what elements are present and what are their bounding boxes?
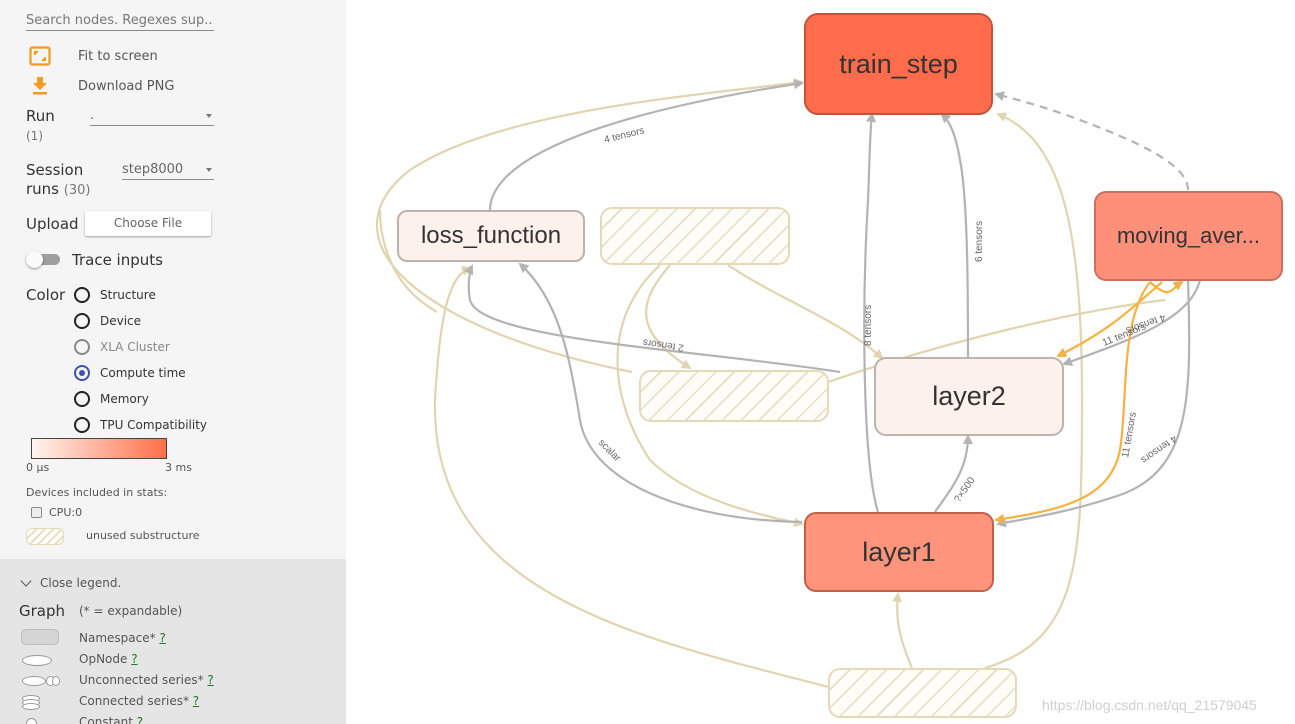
node-layer1[interactable]: layer1 — [804, 512, 994, 592]
edge — [934, 434, 973, 513]
edge-label: 4 tensors — [603, 125, 646, 146]
help-link[interactable]: ? — [136, 715, 144, 724]
scale-max: 3 ms — [165, 461, 192, 474]
node-loss-function[interactable]: loss_function — [397, 210, 585, 262]
color-option-compute-time[interactable]: Compute time — [74, 363, 186, 383]
edge-label: 6 tensors — [974, 221, 985, 262]
graph-canvas[interactable]: 4 tensors 6 tensors 8 tensors 2 tensors … — [346, 0, 1295, 724]
color-option-tpu[interactable]: TPU Compatibility — [74, 415, 207, 435]
run-label: Run — [26, 107, 55, 125]
edge — [433, 265, 841, 692]
edge — [892, 592, 914, 669]
edge — [378, 209, 438, 313]
color-option-device[interactable]: Device — [74, 311, 141, 331]
help-link[interactable]: ? — [207, 673, 214, 687]
edge — [1062, 279, 1202, 366]
legend-constant: Constant ? — [79, 715, 143, 724]
legend-panel: Close legend. Graph (* = expandable) Nam… — [0, 559, 346, 724]
edge — [488, 79, 804, 211]
cpu-checkbox[interactable] — [31, 507, 42, 518]
radio-icon — [74, 391, 90, 407]
chevron-down-icon — [206, 114, 212, 118]
legend-graph-label: Graph — [19, 602, 66, 620]
upload-label: Upload — [26, 215, 79, 233]
legend-namespace: Namespace* ? — [79, 631, 166, 645]
download-icon — [26, 74, 54, 98]
graph-edges: 4 tensors 6 tensors 8 tensors 2 tensors … — [376, 78, 1202, 692]
run-select[interactable]: . — [90, 107, 214, 126]
edge — [616, 264, 804, 528]
watermark: https://blog.csdn.net/qq_21579045 — [1042, 697, 1257, 713]
opnode-swatch — [22, 655, 52, 666]
fit-screen-icon — [26, 44, 54, 68]
cpu-label: CPU:0 — [49, 506, 83, 519]
node-unused-substructure[interactable] — [600, 207, 790, 265]
node-unused-substructure[interactable] — [828, 668, 1017, 718]
edge — [994, 91, 1190, 191]
search-input[interactable]: Search nodes. Regexes sup... — [26, 12, 214, 31]
edge — [996, 279, 1191, 528]
session-select-value: step8000 — [122, 162, 184, 177]
compute-time-scale — [31, 438, 167, 459]
choose-file-button[interactable]: Choose File — [85, 211, 211, 236]
edge — [940, 112, 970, 358]
close-legend-button[interactable]: Close legend. — [20, 575, 121, 590]
color-option-memory[interactable]: Memory — [74, 389, 149, 409]
unconnected-series-swatch — [22, 676, 60, 686]
edge — [518, 262, 803, 524]
color-option-structure[interactable]: Structure — [74, 285, 156, 305]
help-link[interactable]: ? — [131, 652, 138, 666]
edge — [645, 264, 692, 370]
namespace-swatch — [21, 629, 59, 645]
edge — [1149, 280, 1184, 294]
node-layer2[interactable]: layer2 — [874, 357, 1064, 436]
edge — [863, 112, 880, 513]
radio-selected-icon — [74, 365, 90, 381]
edge-label: 8 tensors — [863, 305, 874, 346]
fit-to-screen-button[interactable]: Fit to screen — [26, 43, 158, 69]
download-png-label: Download PNG — [78, 78, 175, 94]
chevron-down-icon — [20, 575, 32, 587]
legend-opnode: OpNode ? — [79, 652, 138, 666]
chevron-down-icon — [206, 168, 212, 172]
connected-series-swatch — [22, 695, 40, 710]
constant-swatch — [26, 718, 37, 724]
radio-icon — [74, 417, 90, 433]
edge — [463, 264, 841, 374]
help-link[interactable]: ? — [192, 694, 200, 708]
unused-substructure-label: unused substructure — [86, 529, 200, 542]
radio-icon — [74, 313, 90, 329]
color-label: Color — [26, 286, 66, 304]
sidebar: Search nodes. Regexes sup... Fit to scre… — [0, 0, 346, 724]
edge — [376, 78, 804, 374]
trace-inputs-toggle[interactable] — [26, 251, 62, 268]
radio-icon — [74, 287, 90, 303]
download-png-button[interactable]: Download PNG — [26, 73, 174, 99]
session-runs-select[interactable]: step8000 — [122, 161, 214, 180]
node-moving-average[interactable]: moving_aver... — [1094, 191, 1283, 281]
fit-to-screen-label: Fit to screen — [78, 48, 158, 64]
session-runs-label-2: runs (30) — [26, 180, 91, 198]
node-unused-substructure[interactable] — [639, 370, 829, 422]
color-option-xla-cluster[interactable]: XLA Cluster — [74, 337, 170, 357]
devices-label: Devices included in stats: — [26, 486, 168, 499]
help-link[interactable]: ? — [159, 631, 166, 645]
session-runs-count: (30) — [63, 183, 91, 198]
unused-substructure-swatch — [26, 528, 64, 545]
radio-icon — [74, 339, 90, 355]
run-count: (1) — [26, 129, 43, 143]
trace-inputs-label: Trace inputs — [72, 251, 163, 269]
legend-unconnected-series: Unconnected series* ? — [79, 673, 214, 687]
run-select-value: . — [90, 108, 95, 123]
legend-expandable-note: (* = expandable) — [79, 604, 183, 618]
edge — [994, 281, 1151, 524]
edge — [727, 264, 884, 360]
scale-min: 0 µs — [26, 461, 50, 474]
edge — [1056, 281, 1163, 357]
node-train-step[interactable]: train_step — [804, 13, 993, 115]
edge-label: 2 tensors — [642, 336, 684, 353]
legend-connected-series: Connected series* ? — [79, 694, 200, 708]
edge — [984, 112, 1084, 670]
session-runs-label: Session — [26, 161, 84, 179]
